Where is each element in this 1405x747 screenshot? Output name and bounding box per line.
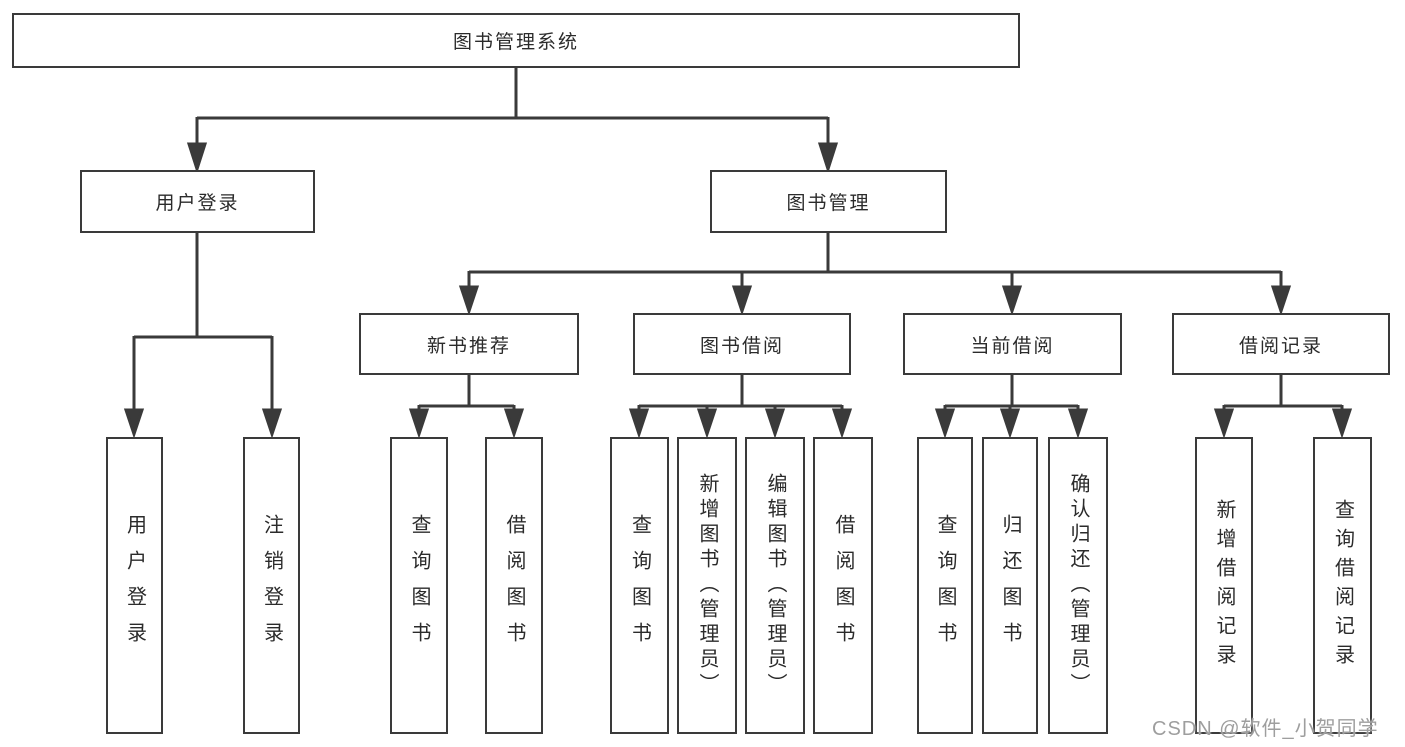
node-borrow-record: 借阅记录 (1172, 313, 1390, 375)
node-current-borrow-label: 当前借阅 (970, 335, 1055, 357)
node-root-label: 图书管理系统 (452, 32, 579, 53)
leaf-br-add-record-label: 新增借阅记录 (1213, 498, 1235, 673)
leaf-bb-edit-books-admin: 编辑图书（管理员） (745, 437, 805, 734)
leaf-cb-return-books-label: 归还图书 (999, 513, 1021, 658)
node-new-book-recommend-label: 新书推荐 (426, 335, 511, 357)
leaf-user-login: 用户登录 (106, 437, 163, 734)
leaf-bb-borrow-books-label: 借阅图书 (832, 513, 854, 658)
node-borrow-record-label: 借阅记录 (1238, 335, 1323, 357)
leaf-nb-borrow-books-label: 借阅图书 (503, 513, 525, 658)
node-book-management: 图书管理 (710, 170, 947, 233)
leaf-bb-borrow-books: 借阅图书 (813, 437, 873, 734)
leaf-logout-login-label: 注销登录 (260, 513, 283, 658)
node-book-borrow-label: 图书借阅 (699, 335, 784, 357)
node-book-management-label: 图书管理 (786, 193, 871, 214)
leaf-cb-query-books: 查询图书 (917, 437, 973, 734)
node-book-borrow: 图书借阅 (633, 313, 851, 375)
node-root-library-system: 图书管理系统 (12, 13, 1020, 68)
leaf-nb-query-books: 查询图书 (390, 437, 448, 734)
leaf-nb-query-books-label: 查询图书 (408, 513, 430, 658)
leaf-bb-query-books-label: 查询图书 (628, 513, 651, 658)
leaf-cb-return-books: 归还图书 (982, 437, 1038, 734)
node-user-login: 用户登录 (80, 170, 315, 233)
leaf-user-login-label: 用户登录 (123, 513, 146, 658)
leaf-br-query-record-label: 查询借阅记录 (1331, 498, 1354, 673)
leaf-bb-add-books-admin: 新增图书（管理员） (677, 437, 737, 734)
node-current-borrow: 当前借阅 (903, 313, 1122, 375)
leaf-bb-edit-books-admin-label: 编辑图书（管理员） (764, 473, 786, 698)
node-user-login-label: 用户登录 (155, 193, 240, 214)
leaf-logout-login: 注销登录 (243, 437, 300, 734)
leaf-cb-query-books-label: 查询图书 (934, 513, 956, 658)
leaf-cb-confirm-return-admin-label: 确认归还（管理员） (1067, 473, 1089, 698)
leaf-br-add-record: 新增借阅记录 (1195, 437, 1253, 734)
leaf-nb-borrow-books: 借阅图书 (485, 437, 543, 734)
leaf-cb-confirm-return-admin: 确认归还（管理员） (1048, 437, 1108, 734)
csdn-watermark: CSDN @软件_小贺同学 (1152, 718, 1379, 740)
leaf-bb-add-books-admin-label: 新增图书（管理员） (696, 473, 718, 698)
node-new-book-recommend: 新书推荐 (359, 313, 579, 375)
leaf-br-query-record: 查询借阅记录 (1313, 437, 1372, 734)
leaf-bb-query-books: 查询图书 (610, 437, 669, 734)
